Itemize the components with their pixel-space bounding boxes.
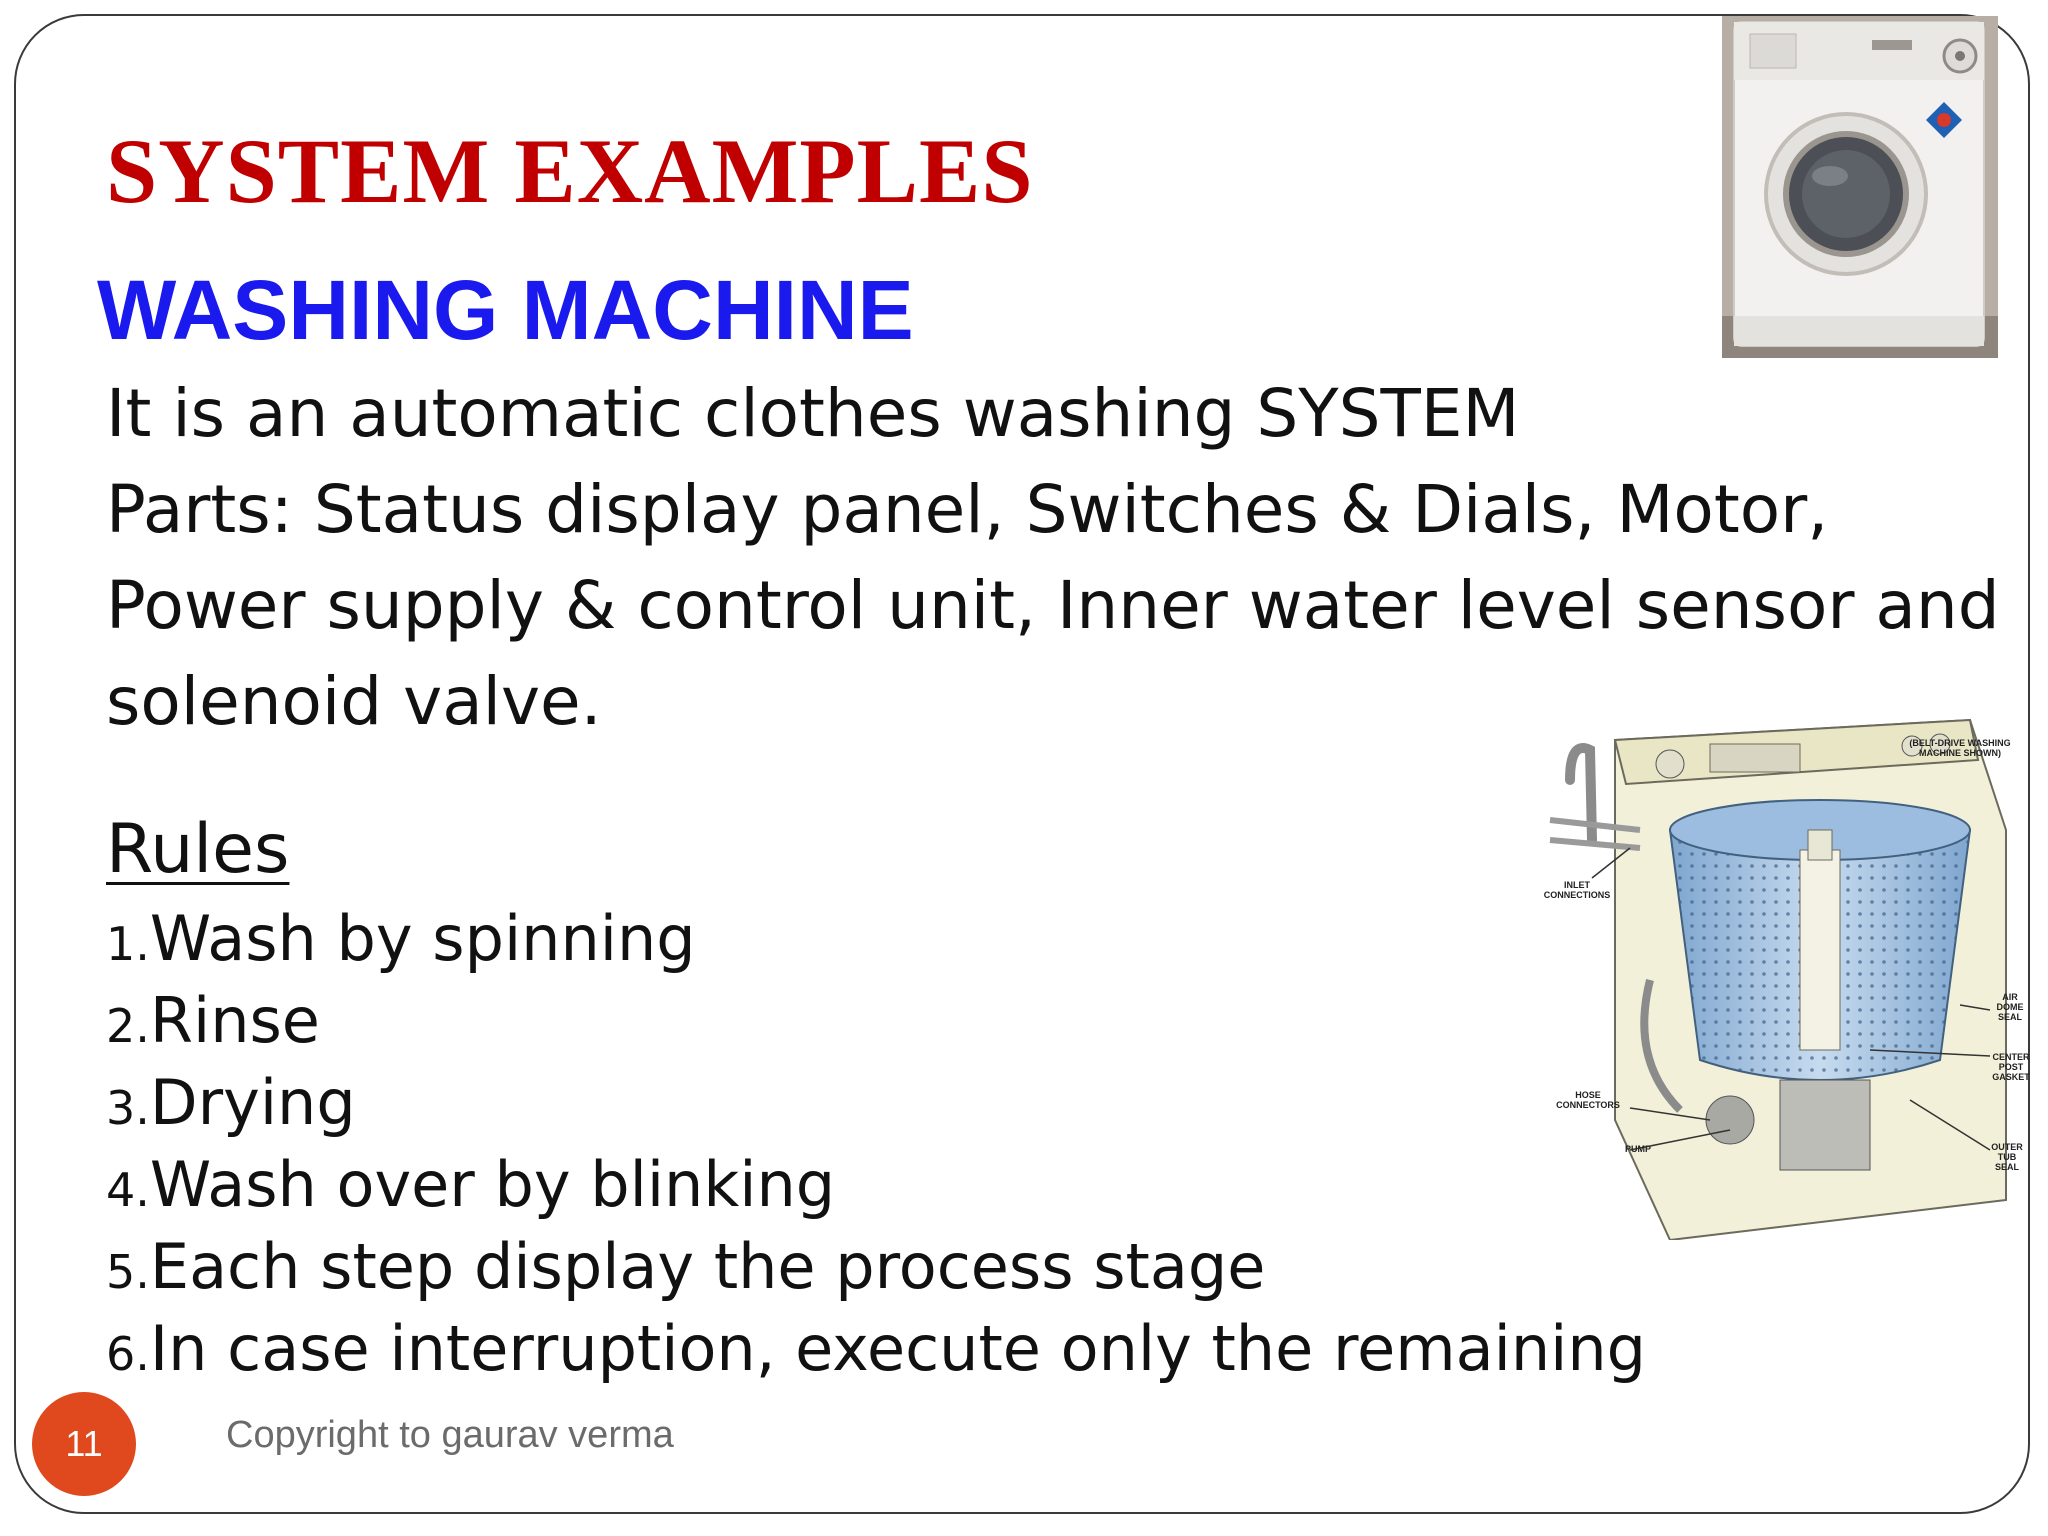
description-line: It is an automatic clothes washing SYSTE… [106,375,1520,452]
page-number-badge: 11 [32,1392,136,1496]
rule-number: 3. [106,1081,150,1135]
diagram-label-inlet: INLET CONNECTIONS [1543,880,1611,900]
rule-number: 6. [106,1327,150,1381]
rule-number: 2. [106,999,150,1053]
diagram-label-air-dome: AIR DOME SEAL [1996,992,2024,1022]
rule-number: 5. [106,1245,150,1299]
diagram-label-hose: HOSE CONNECTORS [1556,1090,1620,1110]
rule-number: 1. [106,917,150,971]
slide-subtitle: WASHING MACHINE [97,263,914,357]
washing-machine-photo [1722,16,1998,358]
rule-text: Drying [149,1066,356,1139]
rule-item: 2.Rinse [106,980,1646,1062]
rules-list: 1.Wash by spinning 2.Rinse 3.Drying 4.Wa… [106,898,1646,1390]
diagram-label-note: (BELT-DRIVE WASHING MACHINE SHOWN) [1909,738,2011,758]
washing-machine-photo-art [1722,16,1998,358]
slide-title: SYSTEM EXAMPLES [106,120,1034,222]
rule-number: 4. [106,1163,150,1217]
rule-text: Each step display the process stage [149,1230,1266,1303]
rule-text: Wash by spinning [149,902,696,975]
diagram-label-center-post: CENTER POST GASKET [1992,1052,2030,1082]
diagram-art [1549,718,2007,1242]
footer-copyright: Copyright to gaurav verma [226,1414,674,1456]
description-line: Parts: Status display panel, Switches & … [106,471,2000,740]
rule-item: 1.Wash by spinning [106,898,1646,980]
rule-text: In case interruption, execute only the r… [149,1312,1647,1385]
washing-machine-diagram: (BELT-DRIVE WASHING MACHINE SHOWN) INLET… [1530,680,2030,1242]
rule-text: Rinse [149,984,320,1057]
rules-heading: Rules [106,810,290,889]
description: It is an automatic clothes washing SYSTE… [106,366,2026,750]
rule-item: 3.Drying [106,1062,1646,1144]
rule-item: 5.Each step display the process stage [106,1226,1646,1308]
rule-item: 4.Wash over by blinking [106,1144,1646,1226]
rule-text: Wash over by blinking [149,1148,836,1221]
rule-item: 6.In case interruption, execute only the… [106,1308,1646,1390]
diagram-label-pump: PUMP [1624,1144,1651,1154]
diagram-label-outer-tub: OUTER TUB SEAL [1991,1142,2023,1172]
